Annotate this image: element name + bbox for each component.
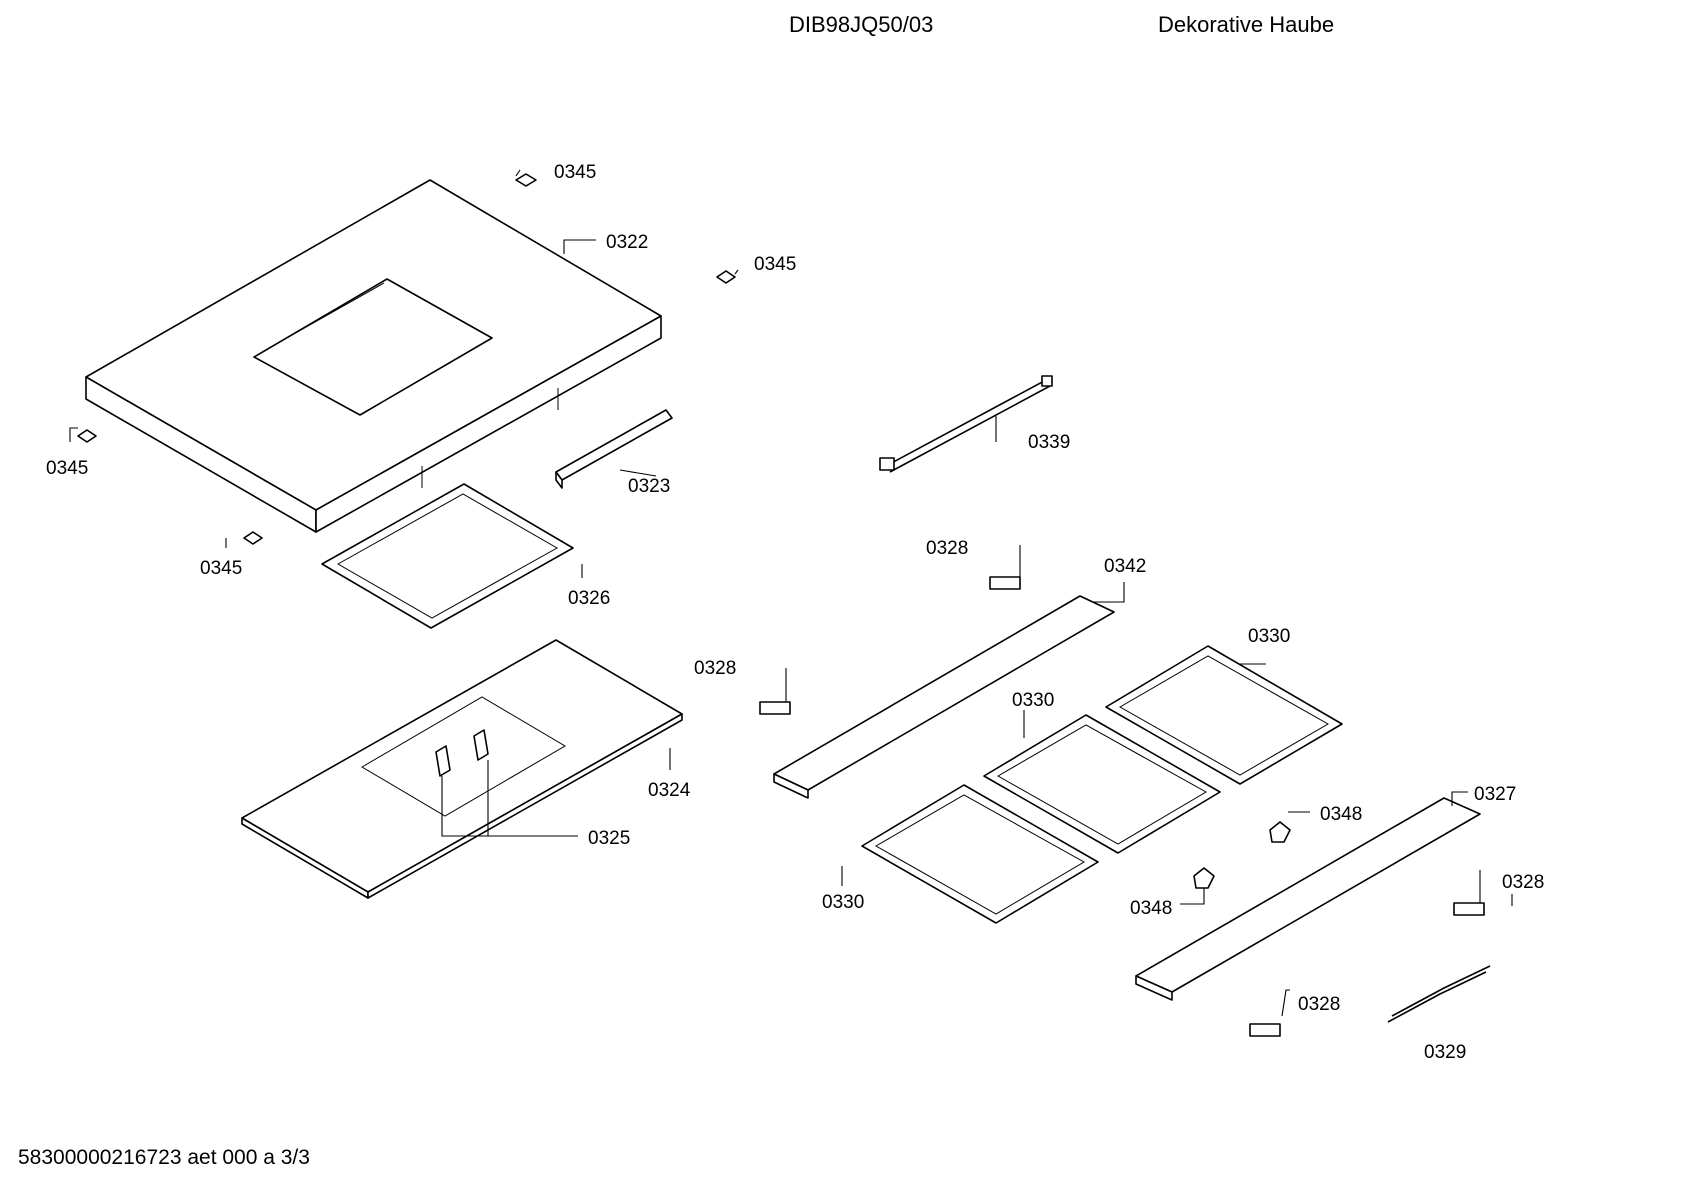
callout-0328-c: 0328 xyxy=(1502,872,1544,893)
part-0330-filter-c xyxy=(861,784,1099,924)
part-0327-rail xyxy=(1135,797,1481,1001)
callout-0324: 0324 xyxy=(648,780,691,801)
part-0324-lower-panel xyxy=(241,639,683,899)
part-0328-connector-c xyxy=(1453,902,1485,916)
part-0328-connector-d xyxy=(1249,1023,1281,1037)
part-0342-rail xyxy=(773,595,1115,799)
part-0326-frame xyxy=(321,483,574,629)
callout-0328-d: 0328 xyxy=(1298,994,1340,1015)
part-0345-pad-top xyxy=(515,173,537,187)
callout-0330-a: 0330 xyxy=(1248,626,1290,647)
part-0325-clip-b xyxy=(473,729,489,761)
callout-0328-b: 0328 xyxy=(694,658,736,679)
part-0345-pad-right xyxy=(716,270,736,284)
callout-0328-a: 0328 xyxy=(926,538,968,559)
callout-0326: 0326 xyxy=(568,588,610,609)
part-0323-bracket xyxy=(555,409,673,489)
leader-lines xyxy=(69,169,1513,1017)
callout-0345-right: 0345 xyxy=(754,254,796,275)
part-0339-cable xyxy=(879,375,1053,473)
part-0330-filter-a xyxy=(1105,645,1343,785)
callout-0323: 0323 xyxy=(628,476,670,497)
part-0329-harness xyxy=(1387,965,1491,1023)
callout-0348-b: 0348 xyxy=(1130,898,1172,919)
callout-0329: 0329 xyxy=(1424,1042,1466,1063)
part-0322-hood-panel xyxy=(85,179,662,533)
part-0348-clip-a xyxy=(1269,821,1291,843)
callout-0325: 0325 xyxy=(588,828,630,849)
model-number: DIB98JQ50/03 xyxy=(789,12,934,37)
part-0328-connector-b xyxy=(759,701,791,715)
part-0348-clip-b xyxy=(1193,867,1215,889)
part-0325-clip-a xyxy=(435,745,451,777)
callout-0339: 0339 xyxy=(1028,432,1070,453)
part-0330-filter-b xyxy=(983,714,1221,854)
callout-0345-top: 0345 xyxy=(554,162,596,183)
callout-0348-a: 0348 xyxy=(1320,804,1362,825)
callout-0327: 0327 xyxy=(1474,784,1516,805)
callout-0342: 0342 xyxy=(1104,556,1146,577)
diagram-title: Dekorative Haube xyxy=(1158,12,1335,37)
callout-0330-b: 0330 xyxy=(1012,690,1054,711)
document-code: 58300000216723 aet 000 a 3/3 xyxy=(18,1146,310,1169)
part-0345-pad-bottom xyxy=(243,531,263,545)
callout-0345-bottom: 0345 xyxy=(200,558,242,579)
part-0328-connector-a xyxy=(989,576,1021,590)
callout-0330-c: 0330 xyxy=(822,892,864,913)
callout-0345-left: 0345 xyxy=(46,458,88,479)
part-0345-pad-left xyxy=(77,429,97,443)
callout-0322: 0322 xyxy=(606,232,648,253)
